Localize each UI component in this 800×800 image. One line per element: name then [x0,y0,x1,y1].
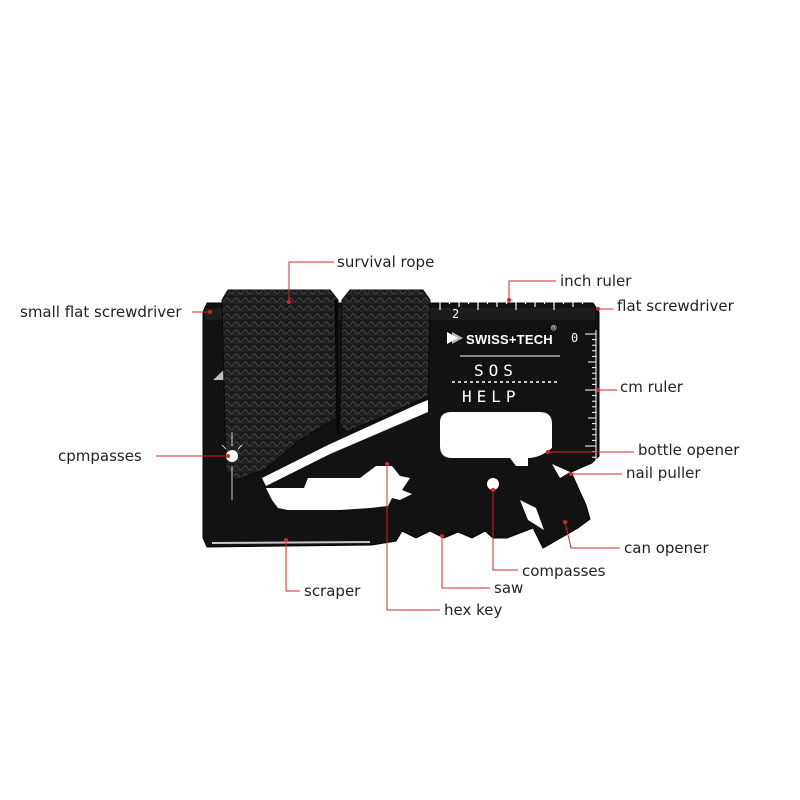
hex-key-cutout [266,466,412,510]
survival-rope-left [221,289,339,481]
leader-survival-rope [288,261,334,302]
label-inch-ruler: inch ruler [560,272,632,290]
sos-text: SOS [474,361,518,380]
leader-can-opener [564,521,620,549]
label-cm-ruler: cm ruler [620,378,683,396]
scraper-edge [211,541,371,544]
label-cpmpasses: cpmpasses [58,447,142,465]
label-hex-key: hex key [444,601,503,619]
label-compasses: compasses [522,562,606,580]
leader-lines [156,261,634,611]
label-saw: saw [494,579,524,597]
leader-saw [441,536,490,589]
compass-hole [487,478,499,490]
label-survival-rope: survival rope [337,253,435,271]
label-scraper: scraper [304,582,361,600]
survival-rope-right [339,289,431,433]
bottle-opener-cutout [440,412,552,466]
label-nail-puller: nail puller [626,464,701,482]
inch-ruler-number-2: 2 [452,307,459,321]
compass-ticks [221,432,243,500]
leader-inch-ruler [508,280,556,300]
can-opener-notch [520,500,544,530]
inch-ruler-number-0: 0 [571,331,578,345]
label-can-opener: can opener [624,539,709,557]
label-bottle-opener: bottle opener [638,441,740,459]
registered-mark: ® [551,324,557,334]
rope-gap [334,299,340,437]
leader-scraper [285,540,300,592]
diagonal-slot [262,400,428,486]
leader-dots [208,298,600,542]
leader-compasses [492,490,518,571]
help-text: HELP [462,387,521,406]
compass-bubble [226,450,238,462]
brand-logo: SWISS+TECH ® [447,324,557,347]
inch-ruler-ticks [439,300,584,310]
leader-hex-key [386,464,440,611]
brand-name: SWISS+TECH [466,332,553,347]
label-flat-screwdriver: flat screwdriver [617,297,734,315]
nail-puller-notch [552,464,570,478]
label-small-flat-screwdriver: small flat screwdriver [20,303,182,321]
